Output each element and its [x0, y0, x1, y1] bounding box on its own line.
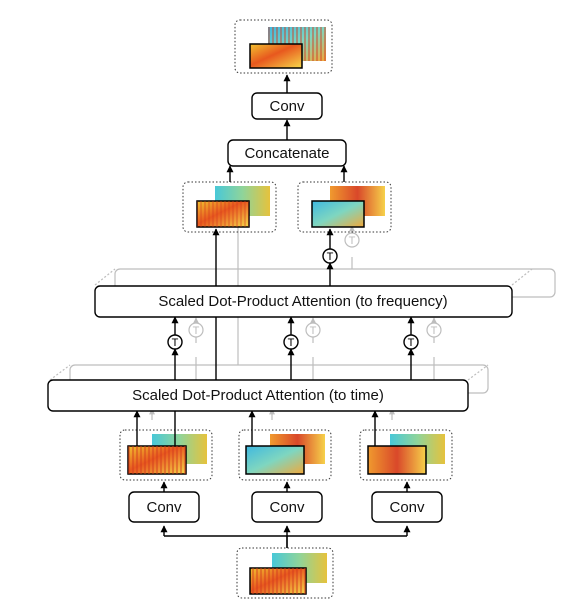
- svg-text:T: T: [408, 337, 415, 349]
- transpose-node-top: [322, 248, 338, 264]
- transpose-node-right: [403, 334, 419, 350]
- svg-text:Scaled Dot-Product Attention (: Scaled Dot-Product Attention (to frequen…: [158, 293, 447, 310]
- svg-text:T: T: [327, 251, 334, 263]
- conv-output-map-right: [359, 429, 453, 481]
- top-conv-box: Conv: [251, 92, 323, 120]
- concatenate-box: Concatenate: [227, 139, 347, 167]
- output-feature-map: [234, 19, 333, 74]
- conv-box-left: Conv: [128, 491, 200, 523]
- transpose-node-middle: [283, 334, 299, 350]
- transpose-node-left: [167, 334, 183, 350]
- conv-box-right: Conv: [371, 491, 443, 523]
- conv-output-map-left: [119, 429, 213, 481]
- svg-text:T: T: [288, 337, 295, 349]
- svg-text:T: T: [193, 325, 200, 337]
- frequency-attention-output-map: [297, 181, 392, 233]
- svg-text:Scaled Dot-Product Attention (: Scaled Dot-Product Attention (to time): [132, 387, 384, 404]
- svg-text:Conv: Conv: [269, 499, 305, 516]
- svg-text:T: T: [349, 235, 356, 247]
- svg-text:Conv: Conv: [269, 98, 305, 115]
- time-attention-box: Scaled Dot-Product Attention (to time): [47, 379, 469, 412]
- svg-text:Concatenate: Concatenate: [244, 145, 329, 162]
- input-feature-map: [236, 547, 334, 599]
- conv-output-map-middle: [238, 429, 332, 481]
- conv-box-middle: Conv: [251, 491, 323, 523]
- time-attention-output-map: [182, 181, 277, 233]
- svg-text:T: T: [310, 325, 317, 337]
- transpose-nodes: T T T T: [167, 248, 419, 350]
- svg-text:T: T: [431, 325, 438, 337]
- svg-text:Conv: Conv: [146, 499, 182, 516]
- frequency-attention-box: Scaled Dot-Product Attention (to frequen…: [94, 285, 513, 318]
- svg-text:T: T: [172, 337, 179, 349]
- ghost-transpose-nodes: T T T T: [188, 232, 442, 338]
- svg-text:Conv: Conv: [389, 499, 425, 516]
